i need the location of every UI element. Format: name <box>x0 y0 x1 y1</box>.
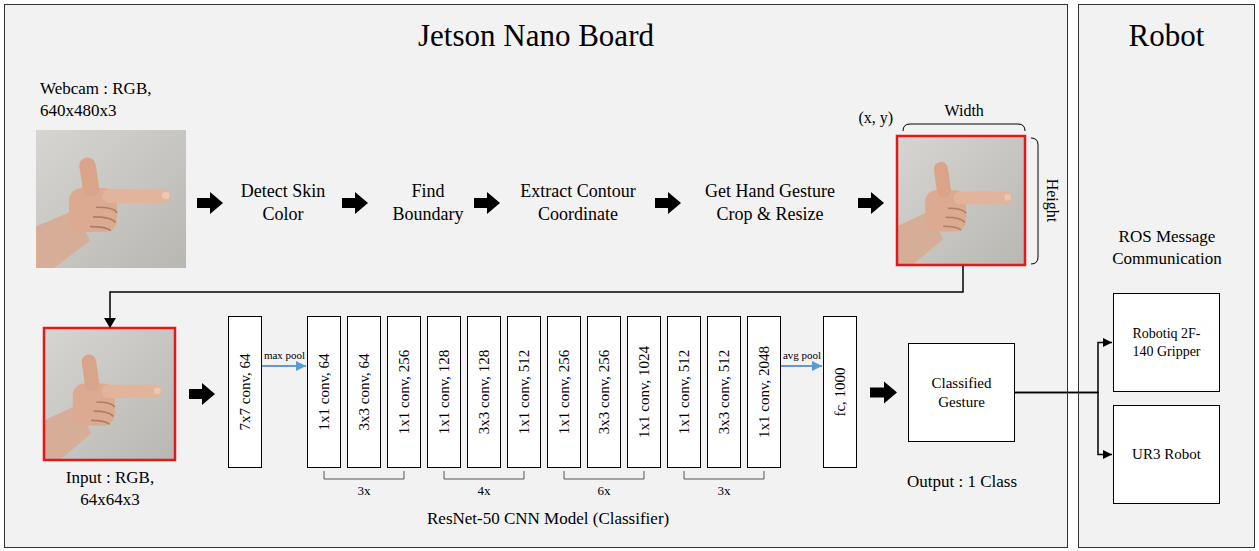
step-label: Find Boundary <box>378 180 478 227</box>
layer-label: 3x3 conv, 512 <box>716 350 733 434</box>
layer-label: 1x1 conv, 512 <box>516 350 533 434</box>
layer-label: 3x3 conv, 256 <box>596 350 613 434</box>
device-box: UR3 Robot <box>1113 405 1220 504</box>
flow-arrow <box>189 383 215 405</box>
flow-arrow <box>342 192 368 214</box>
layer-label: 1x1 conv, 1024 <box>636 346 653 438</box>
pool-arrow <box>262 365 306 367</box>
flow-arrow <box>474 192 500 214</box>
dimension-label: Width <box>945 101 984 122</box>
box-label: Robotiq 2F-140 Gripper <box>1124 325 1209 360</box>
hand-photo <box>897 136 1025 265</box>
panel-fill <box>4 4 1068 548</box>
layer-label: 3x3 conv, 128 <box>476 350 493 434</box>
box-label: UR3 Robot <box>1132 445 1201 464</box>
layer-label: 1x1 conv, 256 <box>556 350 573 434</box>
robot-panel: RobotRobotiq 2F-140 GripperUR3 Robot <box>1078 4 1255 548</box>
hand-photo <box>36 130 186 268</box>
device-box: Robotiq 2F-140 Gripper <box>1113 293 1220 392</box>
layer-label: 1x1 conv, 64 <box>316 354 333 431</box>
flow-arrow <box>655 192 681 214</box>
repeat-label: 4x <box>478 483 491 500</box>
layer-box: 1x1 conv, 512 <box>507 316 541 468</box>
step-label: Get Hand Gesture Crop & Resize <box>688 180 853 227</box>
layer-box: 1x1 conv, 256 <box>387 316 421 468</box>
layer-box: 3x3 conv, 256 <box>587 316 621 468</box>
group-bracket <box>324 471 404 479</box>
width-bracket <box>903 124 1025 131</box>
panel-title: Jetson Nano Board <box>5 17 1067 54</box>
crop-border <box>897 136 1025 265</box>
group-bracket <box>444 471 524 479</box>
repeat-label: 6x <box>598 483 611 500</box>
step-label: Detect Skin Color <box>227 180 339 227</box>
layer-label: 1x1 conv, 512 <box>676 350 693 434</box>
layer-box: 1x1 conv, 64 <box>307 316 341 468</box>
height-bracket <box>1031 138 1038 264</box>
layer-box: 1x1 conv, 128 <box>427 316 461 468</box>
pool-arrow <box>781 365 822 367</box>
group-bracket <box>684 471 764 479</box>
model-caption: ResNet-50 CNN Model (Classifier) <box>427 508 669 530</box>
block-arrow <box>870 382 897 404</box>
layer-label: 3x3 conv, 64 <box>356 354 373 431</box>
layer-box: 3x3 conv, 512 <box>707 316 741 468</box>
board-panel: Jetson Nano Board 7x7 conv, 64 1x1 conv, 6… <box>4 4 1068 548</box>
layer-box: 1x1 conv, 1024 <box>627 316 661 468</box>
panel-fill <box>1078 4 1255 548</box>
coord-label: (x, y) <box>859 108 894 129</box>
flow-arrow <box>858 192 884 214</box>
edge-label: avg pool <box>781 349 823 361</box>
layer-box: 3x3 conv, 128 <box>467 316 501 468</box>
layer-label: fc, 1000 <box>832 367 849 416</box>
output-label: Output : 1 Class <box>907 471 1017 493</box>
layer-box: 3x3 conv, 64 <box>347 316 381 468</box>
feed-arrowhead <box>104 318 116 328</box>
layer-label: 1x1 conv, 256 <box>396 350 413 434</box>
layer-box: 7x7 conv, 64 <box>228 316 262 468</box>
group-bracket <box>564 471 644 479</box>
layer-label: 1x1 conv, 2048 <box>756 346 773 438</box>
feed-line <box>110 266 963 319</box>
output-box: Classified Gesture <box>908 343 1015 442</box>
dimension-label: Height <box>1041 178 1062 222</box>
repeat-label: 3x <box>358 483 371 500</box>
layer-label: 1x1 conv, 128 <box>436 350 453 434</box>
crop-border <box>44 328 175 460</box>
step-label: Extract Contour Coordinate <box>508 180 648 227</box>
flow-arrow <box>197 192 223 214</box>
box-label: Classified Gesture <box>919 374 1004 412</box>
input-label: Input : RGB, 64x64x3 <box>50 467 170 511</box>
layer-label: 7x7 conv, 64 <box>237 354 254 431</box>
edge-label: max pool <box>264 349 306 361</box>
repeat-label: 3x <box>718 483 731 500</box>
ros-link <box>1015 343 1112 393</box>
layer-box: 1x1 conv, 256 <box>547 316 581 468</box>
source-label: Webcam : RGB, 640x480x3 <box>40 78 192 122</box>
comm-label: ROS Message Communication <box>1087 226 1247 270</box>
fc-box: fc, 1000 <box>823 316 857 468</box>
layer-box: 1x1 conv, 2048 <box>747 316 781 468</box>
panel-title: Robot <box>1079 17 1254 54</box>
layer-box: 1x1 conv, 512 <box>667 316 701 468</box>
ros-link <box>1015 393 1112 455</box>
hand-photo <box>44 328 175 460</box>
